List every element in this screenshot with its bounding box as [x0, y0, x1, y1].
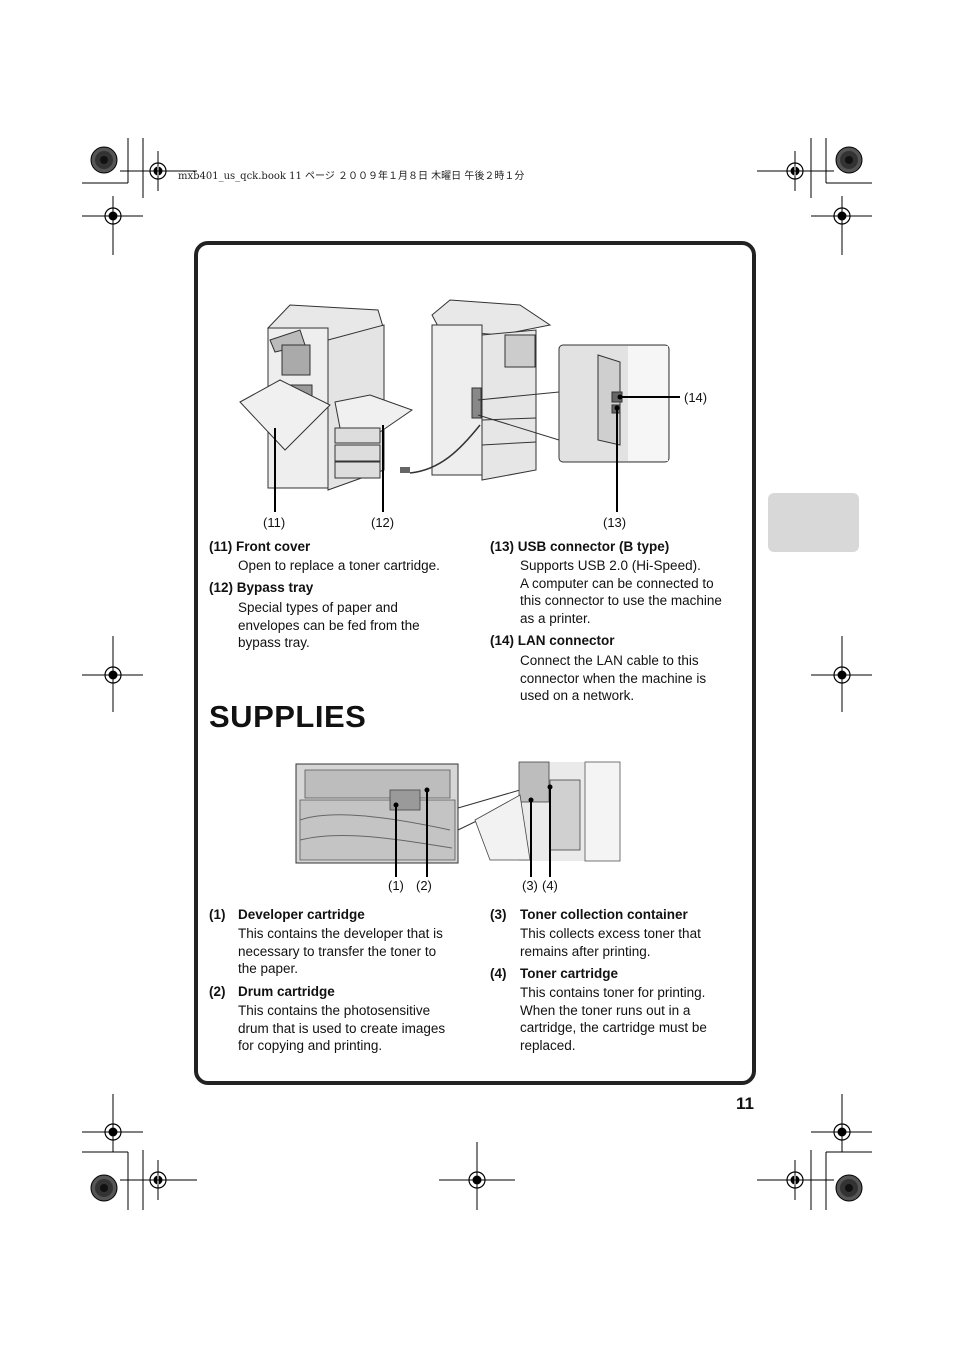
- developer-cartridge-title: Developer cartridge: [238, 907, 365, 922]
- drum-cartridge-desc: This contains the photosensitive drum th…: [238, 1003, 446, 1054]
- drum-cartridge-num: (2): [209, 984, 226, 999]
- front-cover-desc: Open to replace a toner cartridge.: [238, 558, 440, 573]
- callout-3: (3): [522, 878, 538, 893]
- toner-cartridge-title: Toner cartridge: [520, 966, 619, 981]
- page-number: 11: [736, 1094, 754, 1113]
- color-target-icon: [90, 146, 118, 174]
- toner-collection-num: (3): [490, 907, 507, 922]
- developer-cartridge-desc: This contains the developer that is nece…: [238, 926, 443, 977]
- content-frame: [194, 241, 756, 1085]
- print-file-info: mxb401_us_qck.book 11 ページ ２００９年１月８日 木曜日 …: [178, 171, 525, 182]
- toner-cartridge-num: (4): [490, 966, 507, 981]
- chapter-tab: [768, 493, 859, 552]
- toner-cartridge-desc: This contains toner for printing. When t…: [520, 985, 707, 1053]
- developer-cartridge-num: (1): [209, 907, 226, 922]
- callout-12: (12): [371, 515, 395, 530]
- color-target-icon: [835, 1174, 863, 1202]
- usb-connector-title: (13) USB connector (B type): [490, 539, 670, 554]
- bypass-tray-title: (12) Bypass tray: [209, 580, 314, 595]
- toner-collection-desc: This collects excess toner that remains …: [520, 926, 701, 959]
- lan-connector-desc: Connect the LAN cable to this connector …: [520, 653, 707, 704]
- bypass-tray-desc: Special types of paper and envelopes can…: [238, 600, 420, 651]
- supplies-heading: SUPPLIES: [209, 699, 367, 734]
- front-cover-title: (11) Front cover: [209, 539, 311, 554]
- lan-connector-title: (14) LAN connector: [490, 633, 615, 648]
- callout-13: (13): [603, 515, 627, 530]
- callout-1: (1): [388, 878, 404, 893]
- color-target-icon: [90, 1174, 118, 1202]
- callout-4: (4): [542, 878, 558, 893]
- callout-2: (2): [416, 878, 432, 893]
- usb-connector-desc: Supports USB 2.0 (Hi-Speed). A computer …: [520, 558, 722, 626]
- callout-11: (11): [263, 515, 286, 530]
- color-target-icon: [835, 146, 863, 174]
- callout-14: (14): [684, 390, 708, 405]
- toner-collection-title: Toner collection container: [520, 907, 688, 922]
- drum-cartridge-title: Drum cartridge: [238, 984, 335, 999]
